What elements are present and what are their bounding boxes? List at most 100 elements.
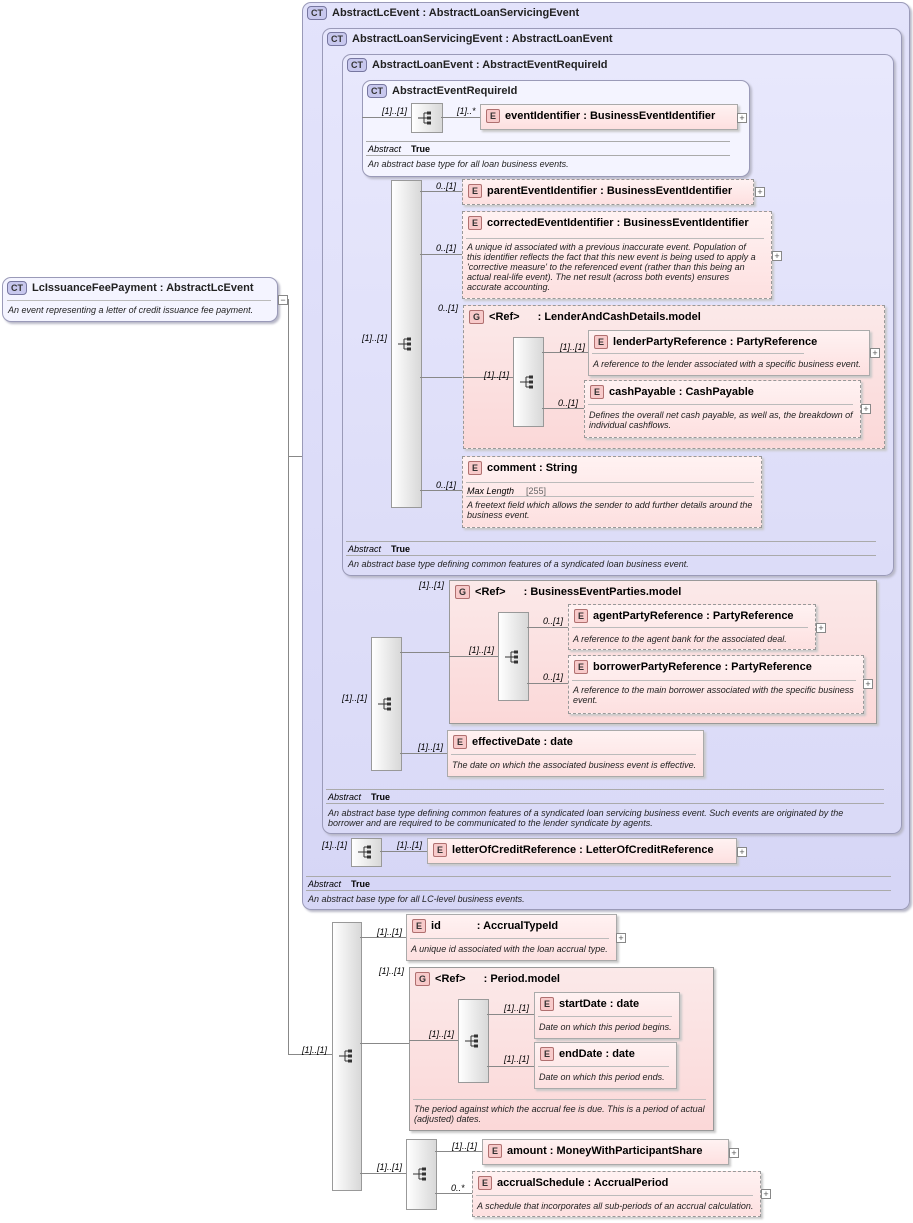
cardinality-label: 0..[1] (558, 398, 579, 408)
separator (588, 404, 853, 405)
cardinality-label: 0..[1] (438, 303, 459, 313)
connector (420, 254, 462, 255)
element-icon: E (486, 109, 501, 123)
sequence-compositor[interactable] (513, 337, 544, 427)
connector (463, 377, 513, 378)
element-icon: E (412, 919, 427, 933)
sequence-icon (520, 375, 533, 389)
element-icon: E (590, 385, 605, 399)
separator (7, 300, 271, 301)
cardinality-label: [1]..[1] (377, 1162, 403, 1172)
connector (362, 117, 412, 118)
separator (346, 541, 876, 542)
connector (487, 1014, 534, 1015)
sequence-compositor[interactable] (371, 637, 402, 771)
complex-type-icon: CT (7, 281, 27, 295)
collapse-icon[interactable]: − (278, 295, 288, 305)
expand-icon[interactable]: + (761, 1189, 771, 1199)
connector (449, 656, 498, 657)
sequence-icon (398, 337, 411, 351)
sequence-compositor[interactable] (406, 1139, 437, 1210)
separator (476, 1195, 753, 1196)
connector (400, 652, 449, 653)
expand-icon[interactable]: + (863, 679, 873, 689)
expand-icon[interactable]: + (737, 847, 747, 857)
sequence-compositor[interactable] (411, 103, 443, 133)
element-doc-line: A unique id associated with a previous i… (467, 242, 746, 252)
separator (466, 482, 754, 483)
complex-type-icon: CT (327, 32, 347, 46)
root-type-box[interactable]: CT LcIssuanceFeePayment : AbstractLcEvent… (2, 277, 278, 322)
expand-icon[interactable]: + (870, 348, 880, 358)
separator (466, 496, 754, 497)
connector (527, 627, 568, 628)
expand-icon[interactable]: + (772, 251, 782, 261)
element-doc-line: 'corrective measure' to the referenced e… (467, 262, 745, 272)
element-icon: E (488, 1144, 503, 1158)
element-doc-line: A freetext field which allows the sender… (467, 500, 753, 510)
cardinality-label: [1]..[1] (560, 342, 586, 352)
group-doc-line: The period against which the accrual fee… (414, 1104, 705, 1114)
cardinality-label: [1]..[1] (379, 966, 405, 976)
group-icon: G (455, 585, 471, 599)
element-doc: A unique id associated with the loan acc… (411, 944, 608, 954)
cardinality-label: [1]..* (457, 106, 476, 116)
sequence-icon (378, 697, 391, 711)
expand-icon[interactable]: + (755, 187, 765, 197)
element-icon: E (468, 461, 483, 475)
root-type-name: LcIssuanceFeePayment : AbstractLcEvent (32, 282, 254, 294)
connector (400, 753, 447, 754)
separator (306, 876, 891, 877)
sequence-compositor[interactable] (391, 180, 422, 508)
connector (441, 117, 480, 118)
sequence-compositor[interactable] (458, 999, 489, 1083)
sequence-icon (505, 650, 518, 664)
separator (451, 754, 696, 755)
sequence-icon (358, 845, 371, 859)
sequence-compositor[interactable] (332, 922, 362, 1191)
element-icon: E (453, 735, 468, 749)
cardinality-label: 0..[1] (436, 181, 457, 191)
cardinality-label: [1]..[1] (362, 333, 388, 343)
separator (413, 1099, 706, 1100)
expand-icon[interactable]: + (729, 1148, 739, 1158)
separator (346, 555, 876, 556)
separator (326, 789, 884, 790)
sequence-icon (465, 1034, 478, 1048)
element-doc-line: individual cashflows. (589, 420, 672, 430)
separator (572, 627, 808, 628)
expand-icon[interactable]: + (616, 933, 626, 943)
expand-icon[interactable]: + (737, 113, 747, 123)
element-icon: E (594, 335, 609, 349)
expand-icon[interactable]: + (861, 404, 871, 414)
abstract-event-require-id-doc: An abstract base type for all loan busin… (368, 159, 569, 169)
connector (409, 1040, 458, 1041)
sequence-compositor[interactable] (498, 612, 529, 701)
element-icon: E (468, 216, 483, 230)
sequence-compositor[interactable] (351, 838, 382, 867)
expand-icon[interactable]: + (816, 623, 826, 633)
cardinality-label: [1]..[1] (484, 370, 510, 380)
element-doc-line: actual real-life event). The net result … (467, 272, 730, 282)
connector (288, 1054, 332, 1055)
cardinality-label: [1]..[1] (452, 1141, 478, 1151)
element-doc: A reference to the agent bank for the as… (573, 634, 787, 644)
